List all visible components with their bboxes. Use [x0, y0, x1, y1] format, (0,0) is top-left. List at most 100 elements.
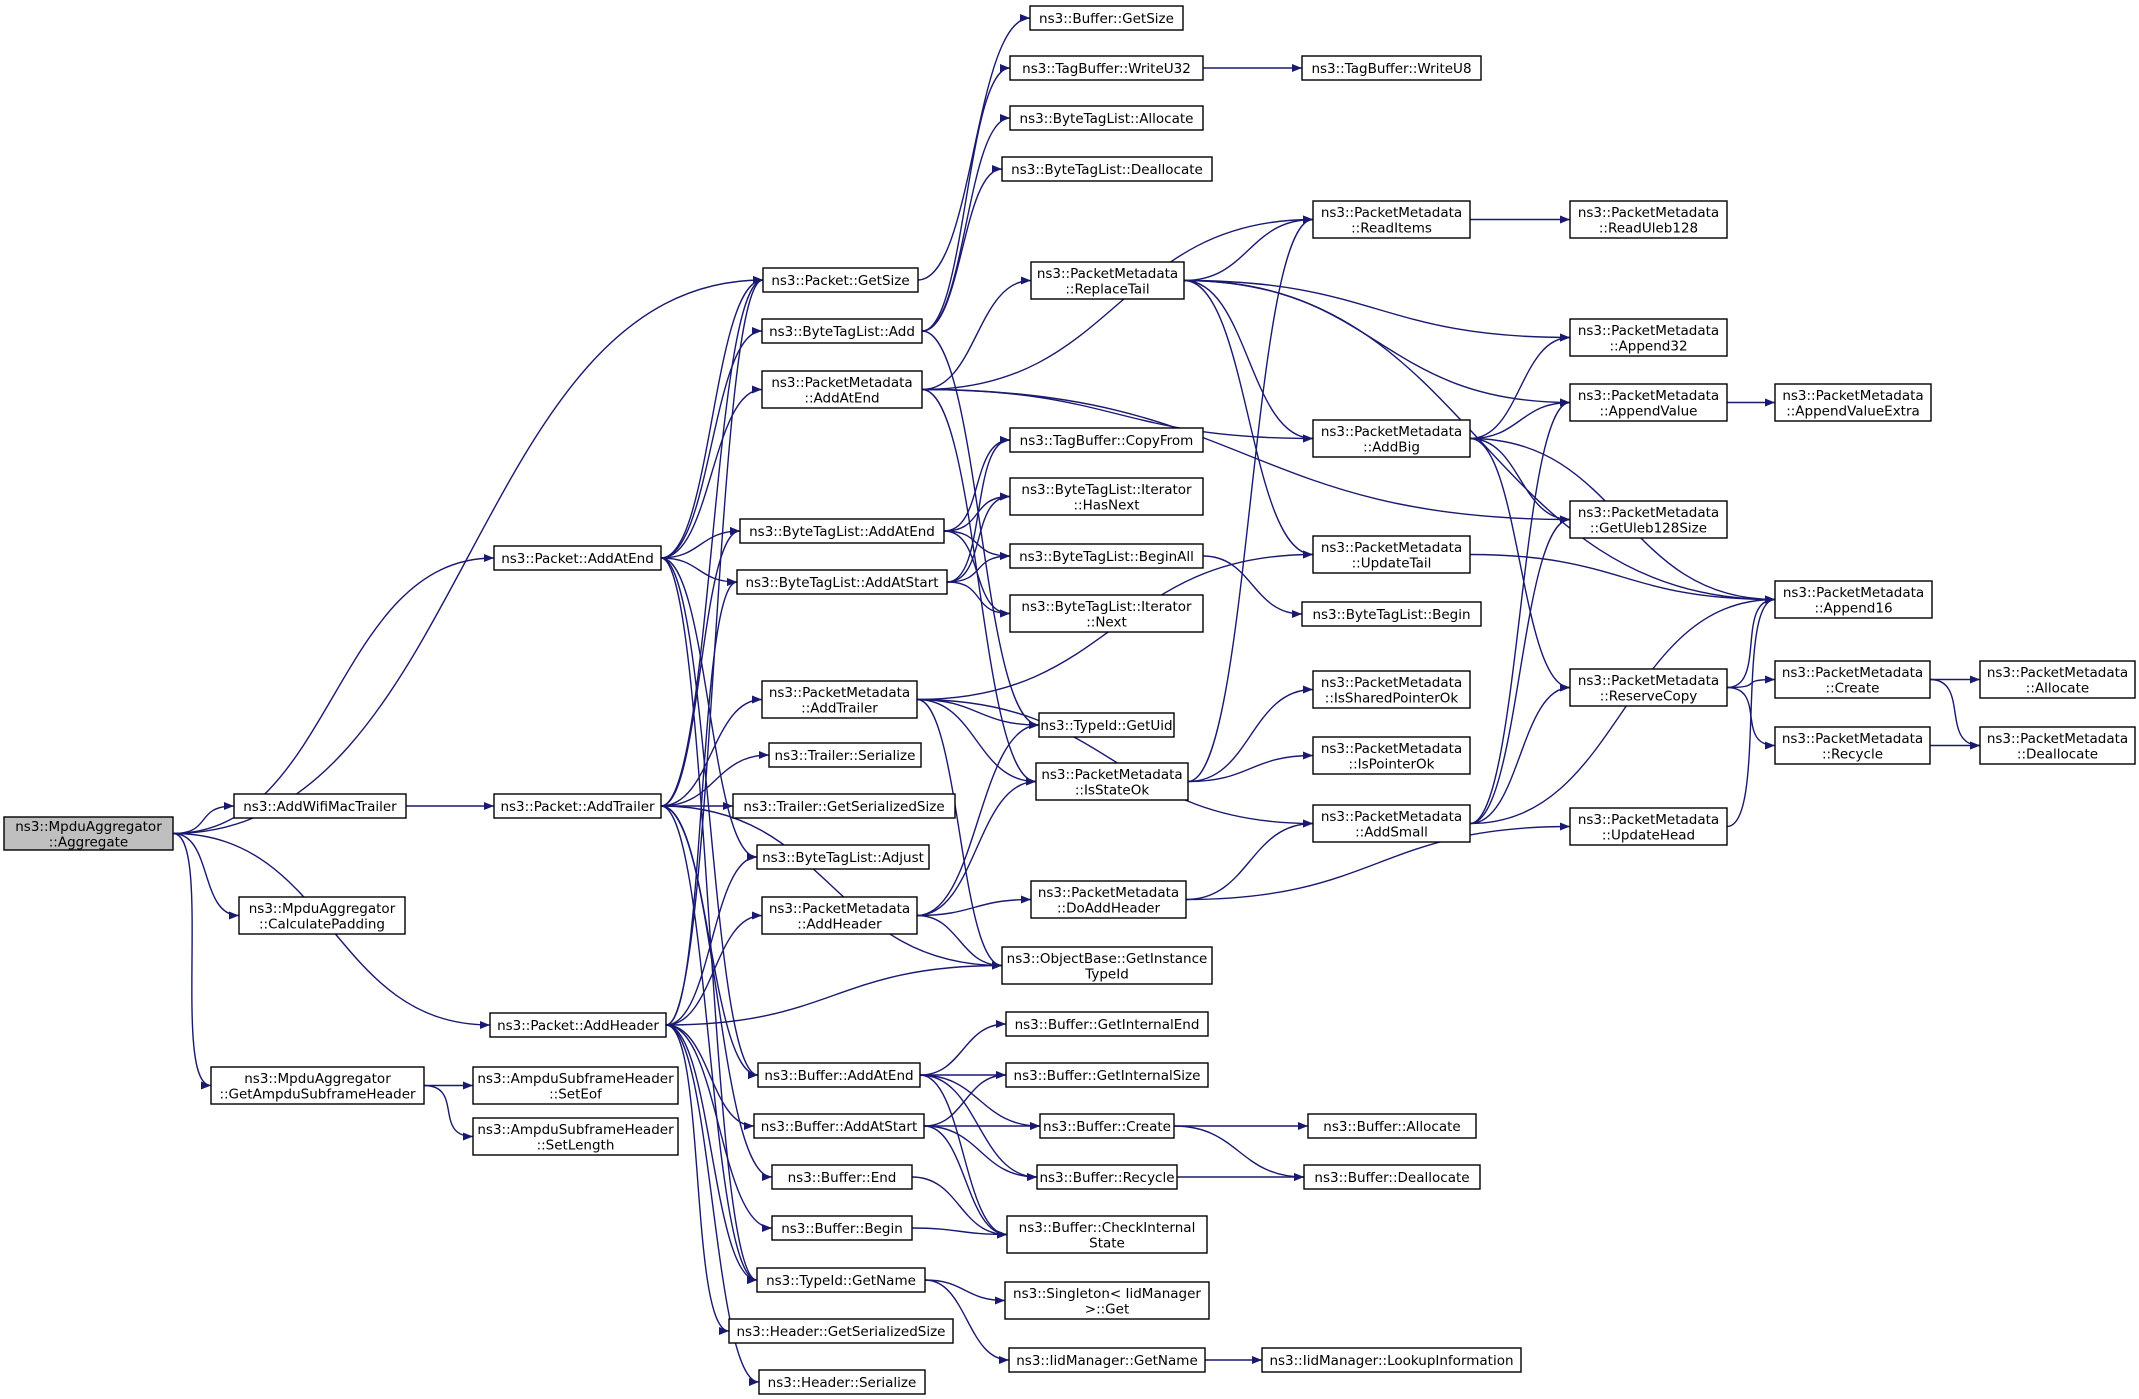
function-node[interactable]: ns3::Buffer::AddAtEnd: [757, 1062, 921, 1088]
edge-n19-to-n42: [923, 1125, 1038, 1181]
edge-n9-to-n30: [921, 276, 1032, 391]
function-node[interactable]: ns3::Packet::AddAtEnd: [493, 545, 662, 571]
function-node[interactable]: ns3::PacketMetadata::ReserveCopy: [1569, 668, 1728, 707]
node-box: [233, 793, 407, 819]
function-node[interactable]: ns3::Packet::AddTrailer: [493, 793, 662, 819]
function-node[interactable]: ns3::PacketMetadata::IsSharedPointerOk: [1312, 670, 1471, 709]
edge-n5-to-n24: [665, 1024, 760, 1386]
function-node[interactable]: ns3::TypeId::GetUid: [1038, 712, 1175, 738]
node-box: [1005, 1011, 1209, 1037]
function-node[interactable]: ns3::ByteTagList::AddAtEnd: [739, 518, 945, 544]
function-node[interactable]: ns3::AddWifiMacTrailer: [233, 793, 407, 819]
function-node[interactable]: ns3::ByteTagList::Deallocate: [1001, 156, 1213, 182]
function-node[interactable]: ns3::PacketMetadata::IsPointerOk: [1312, 736, 1471, 775]
node-box: [1312, 670, 1471, 709]
node-label-line: ns3::Buffer::AddAtEnd: [764, 1068, 913, 1084]
function-node[interactable]: ns3::TypeId::GetName: [756, 1267, 926, 1293]
node-box: [1009, 55, 1204, 81]
function-node[interactable]: ns3::Header::Serialize: [758, 1369, 926, 1395]
node-label-line: ns3::PacketMetadata: [1321, 424, 1462, 440]
function-node[interactable]: ns3::Buffer::GetInternalEnd: [1005, 1011, 1209, 1037]
function-node[interactable]: ns3::ByteTagList::Allocate: [1009, 105, 1204, 131]
function-node[interactable]: ns3::ByteTagList::Iterator::Next: [1009, 594, 1204, 633]
function-node[interactable]: ns3::PacketMetadata::IsStateOk: [1035, 762, 1189, 801]
node-label-line: ns3::TagBuffer::CopyFrom: [1020, 433, 1194, 449]
function-node[interactable]: ns3::Buffer::GetSize: [1029, 5, 1184, 31]
function-node[interactable]: ns3::Header::GetSerializedSize: [728, 1318, 954, 1344]
edge-n36-to-n47: [1187, 215, 1314, 783]
function-node[interactable]: ns3::Buffer::Deallocate: [1303, 1164, 1481, 1190]
function-node[interactable]: ns3::TagBuffer::CopyFrom: [1009, 427, 1204, 453]
function-node[interactable]: ns3::PacketMetadata::AddAtEnd: [761, 370, 923, 409]
function-node[interactable]: ns3::PacketMetadata::AddBig: [1312, 419, 1471, 458]
function-node[interactable]: ns3::Singleton< IidManager >::Get: [1004, 1281, 1210, 1320]
function-node[interactable]: ns3::Buffer::Create: [1039, 1113, 1175, 1139]
function-node[interactable]: ns3::ByteTagList::Add: [761, 318, 923, 344]
edge-n61-to-n64: [1726, 595, 1776, 689]
node-label-line: ::ReserveCopy: [1600, 688, 1698, 704]
node-box: [1312, 535, 1471, 574]
function-node[interactable]: ns3::TagBuffer::WriteU8: [1301, 55, 1482, 81]
root-function-node[interactable]: ns3::MpduAggregator::Aggregate: [3, 816, 174, 851]
function-node[interactable]: ns3::PacketMetadata::DoAddHeader: [1030, 880, 1187, 919]
function-node[interactable]: ns3::IidManager::GetName: [1008, 1347, 1206, 1373]
function-node[interactable]: ns3::Buffer::Recycle: [1036, 1164, 1178, 1190]
function-node[interactable]: ns3::PacketMetadata::ReadUleb128: [1569, 200, 1728, 239]
function-node[interactable]: ns3::PacketMetadata::AddTrailer: [761, 680, 918, 719]
node-label-line: ns3::ObjectBase::GetInstance: [1007, 951, 1208, 967]
function-node[interactable]: ns3::PacketMetadata::UpdateHead: [1569, 807, 1728, 846]
node-label-line: ns3::TypeId::GetName: [766, 1273, 916, 1289]
function-node[interactable]: ns3::ByteTagList::Begin: [1301, 601, 1482, 627]
edge-line: [1469, 398, 1571, 440]
node-label-line: ns3::AmpduSubframeHeader: [477, 1071, 674, 1087]
function-node[interactable]: ns3::Trailer::Serialize: [768, 742, 922, 768]
function-node[interactable]: ns3::PacketMetadata::Allocate: [1979, 660, 2136, 699]
function-node[interactable]: ns3::Buffer::AddAtStart: [753, 1113, 925, 1139]
edge-line: [660, 527, 741, 559]
function-node[interactable]: ns3::ByteTagList::Iterator::HasNext: [1009, 477, 1204, 516]
function-node[interactable]: ns3::Buffer::GetInternalSize: [1005, 1062, 1209, 1088]
function-node[interactable]: ns3::PacketMetadata::AppendValueExtra: [1774, 383, 1932, 422]
edges-layer: [172, 14, 1981, 1386]
edge-n19-to-n43: [923, 1125, 1008, 1239]
function-node[interactable]: ns3::PacketMetadata::UpdateTail: [1312, 535, 1471, 574]
function-node[interactable]: ns3::IidManager::LookupInformation: [1261, 1347, 1522, 1373]
function-node[interactable]: ns3::ByteTagList::Adjust: [756, 844, 930, 870]
function-node[interactable]: ns3::PacketMetadata::ReadItems: [1312, 200, 1471, 239]
edge-line: [911, 1176, 1008, 1239]
function-node[interactable]: ns3::TagBuffer::WriteU32: [1009, 55, 1204, 81]
edge-n9-to-n60: [921, 388, 1571, 524]
function-node[interactable]: ns3::PacketMetadata::GetUleb128Size: [1569, 500, 1728, 539]
function-node[interactable]: ns3::Trailer::GetSerializedSize: [732, 793, 956, 819]
node-label-line: TypeId: [1084, 966, 1129, 982]
edge-line: [1469, 333, 1571, 440]
function-node[interactable]: ns3::PacketMetadata::AddSmall: [1312, 804, 1471, 843]
function-node[interactable]: ns3::ByteTagList::BeginAll: [1009, 543, 1204, 569]
node-box: [1035, 762, 1189, 801]
function-node[interactable]: ns3::MpduAggregator::CalculatePadding: [238, 896, 406, 935]
function-node[interactable]: ns3::PacketMetadata::AppendValue: [1569, 383, 1728, 422]
function-node[interactable]: ns3::PacketMetadata::Recycle: [1774, 726, 1931, 765]
function-node[interactable]: ns3::PacketMetadata::Append16: [1774, 580, 1933, 619]
edge-n5-to-n22: [665, 1024, 758, 1284]
function-node[interactable]: ns3::Buffer::Allocate: [1307, 1113, 1477, 1139]
edge-n2-to-n9: [660, 385, 763, 559]
function-node[interactable]: ns3::MpduAggregator::GetAmpduSubframeHea…: [210, 1066, 425, 1105]
function-node[interactable]: ns3::PacketMetadata::Deallocate: [1979, 726, 2136, 765]
function-node[interactable]: ns3::PacketMetadata::Create: [1774, 660, 1931, 699]
function-node[interactable]: ns3::Buffer::Begin: [771, 1215, 913, 1241]
function-node[interactable]: ns3::ByteTagList::AddAtStart: [736, 569, 948, 595]
function-node[interactable]: ns3::Packet::AddHeader: [489, 1012, 667, 1038]
function-node[interactable]: ns3::AmpduSubframeHeader::SetEof: [472, 1066, 679, 1105]
function-node[interactable]: ns3::Buffer::End: [771, 1164, 913, 1190]
function-node[interactable]: ns3::PacketMetadata::ReplaceTail: [1030, 261, 1185, 300]
function-node[interactable]: ns3::PacketMetadata::Append32: [1569, 318, 1728, 357]
edge-n12-to-n38: [660, 805, 1003, 970]
function-node[interactable]: ns3::AmpduSubframeHeader::SetLength: [472, 1117, 679, 1156]
node-label-line: ::ReplaceTail: [1065, 281, 1149, 297]
function-node[interactable]: ns3::Packet::GetSize: [762, 267, 919, 293]
node-label-line: ns3::ByteTagList::Iterator: [1021, 482, 1192, 498]
function-node[interactable]: ns3::PacketMetadata::AddHeader: [761, 896, 918, 935]
